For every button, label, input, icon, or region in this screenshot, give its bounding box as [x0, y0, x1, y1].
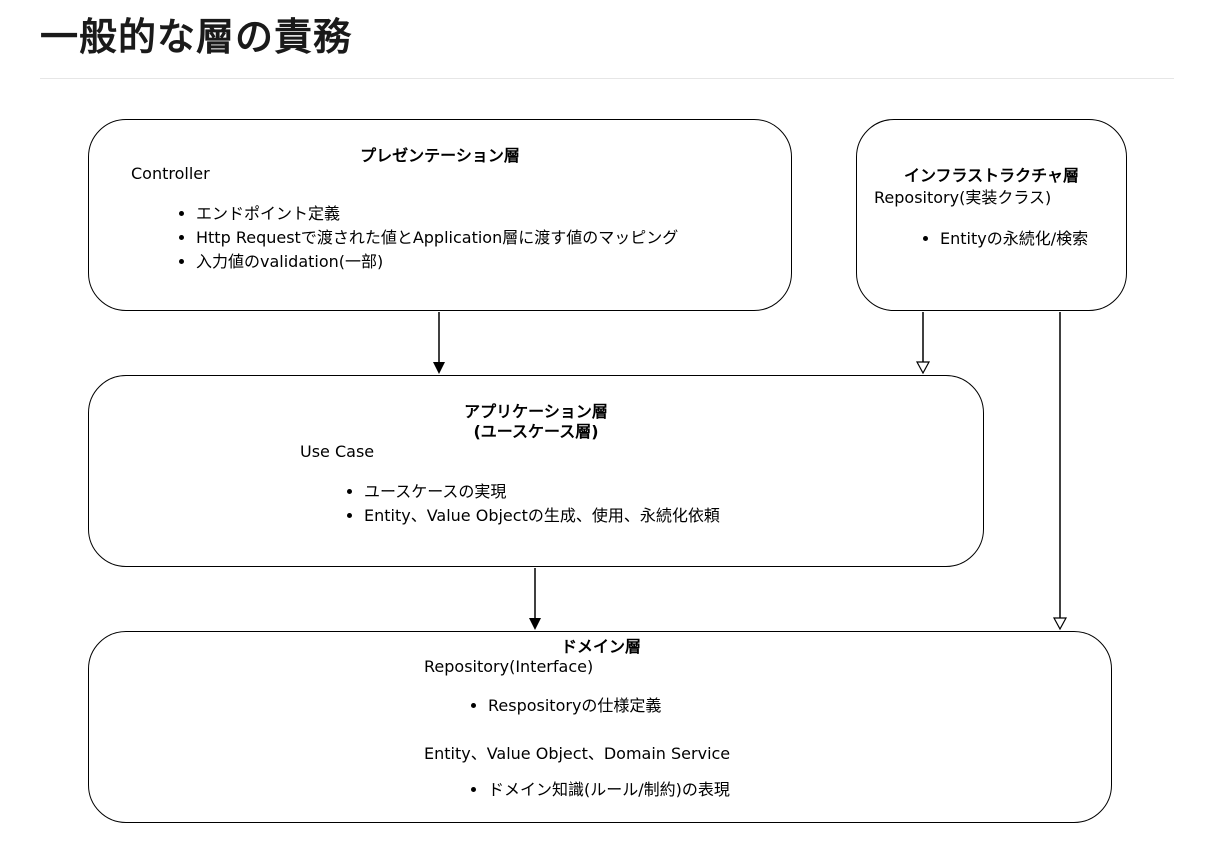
infrastructure-layer-title: インフラストラクチャ層	[903, 166, 1080, 185]
list-item: ドメイン知識(ルール/制約)の表現	[488, 778, 730, 802]
list-item: Entityの永続化/検索	[940, 227, 1088, 251]
arrowhead-infrastructure-to-application	[915, 361, 931, 375]
domain-layer-subtitle-model: Entity、Value Object、Domain Service	[424, 744, 731, 763]
infrastructure-layer-box: インフラストラクチャ層 Repository(実装クラス) Entityの永続化…	[856, 119, 1127, 311]
application-layer-title: アプリケーション層	[464, 402, 608, 421]
presentation-layer-box: プレゼンテーション層 Controller エンドポイント定義 Http Req…	[88, 119, 792, 311]
application-layer-box: アプリケーション層 (ユースケース層) Use Case ユースケースの実現 E…	[88, 375, 984, 567]
page-title: 一般的な層の責務	[40, 15, 353, 59]
arrowhead-infrastructure-to-domain	[1052, 617, 1068, 631]
application-layer-title-alt: (ユースケース層)	[473, 422, 599, 441]
list-item: 入力値のvalidation(一部)	[196, 250, 678, 274]
domain-layer-box: ドメイン層 Repository(Interface) Respositoryの…	[88, 631, 1112, 823]
list-item: エンドポイント定義	[196, 202, 678, 226]
presentation-layer-title: プレゼンテーション層	[360, 146, 520, 165]
list-item: ユースケースの実現	[364, 480, 720, 504]
infrastructure-layer-bullets: Entityの永続化/検索	[918, 227, 1088, 251]
list-item: Entity、Value Objectの生成、使用、永続化依頼	[364, 504, 720, 528]
title-divider	[40, 78, 1174, 79]
list-item: Http Requestで渡された値とApplication層に渡す値のマッピン…	[196, 226, 678, 250]
arrowhead-presentation-to-application	[433, 362, 445, 374]
list-item: Respositoryの仕様定義	[488, 694, 661, 718]
application-layer-bullets: ユースケースの実現 Entity、Value Objectの生成、使用、永続化依…	[342, 480, 720, 528]
application-layer-subtitle: Use Case	[300, 442, 375, 461]
presentation-layer-subtitle: Controller	[131, 164, 210, 183]
infrastructure-layer-subtitle: Repository(実装クラス)	[874, 188, 1052, 207]
domain-layer-subtitle-repository: Repository(Interface)	[424, 657, 594, 676]
domain-layer-bullets-model: ドメイン知識(ルール/制約)の表現	[466, 778, 730, 802]
arrowhead-application-to-domain	[529, 618, 541, 630]
domain-layer-bullets-repository: Respositoryの仕様定義	[466, 694, 661, 718]
presentation-layer-bullets: エンドポイント定義 Http Requestで渡された値とApplication…	[174, 202, 678, 274]
domain-layer-title: ドメイン層	[560, 637, 641, 656]
